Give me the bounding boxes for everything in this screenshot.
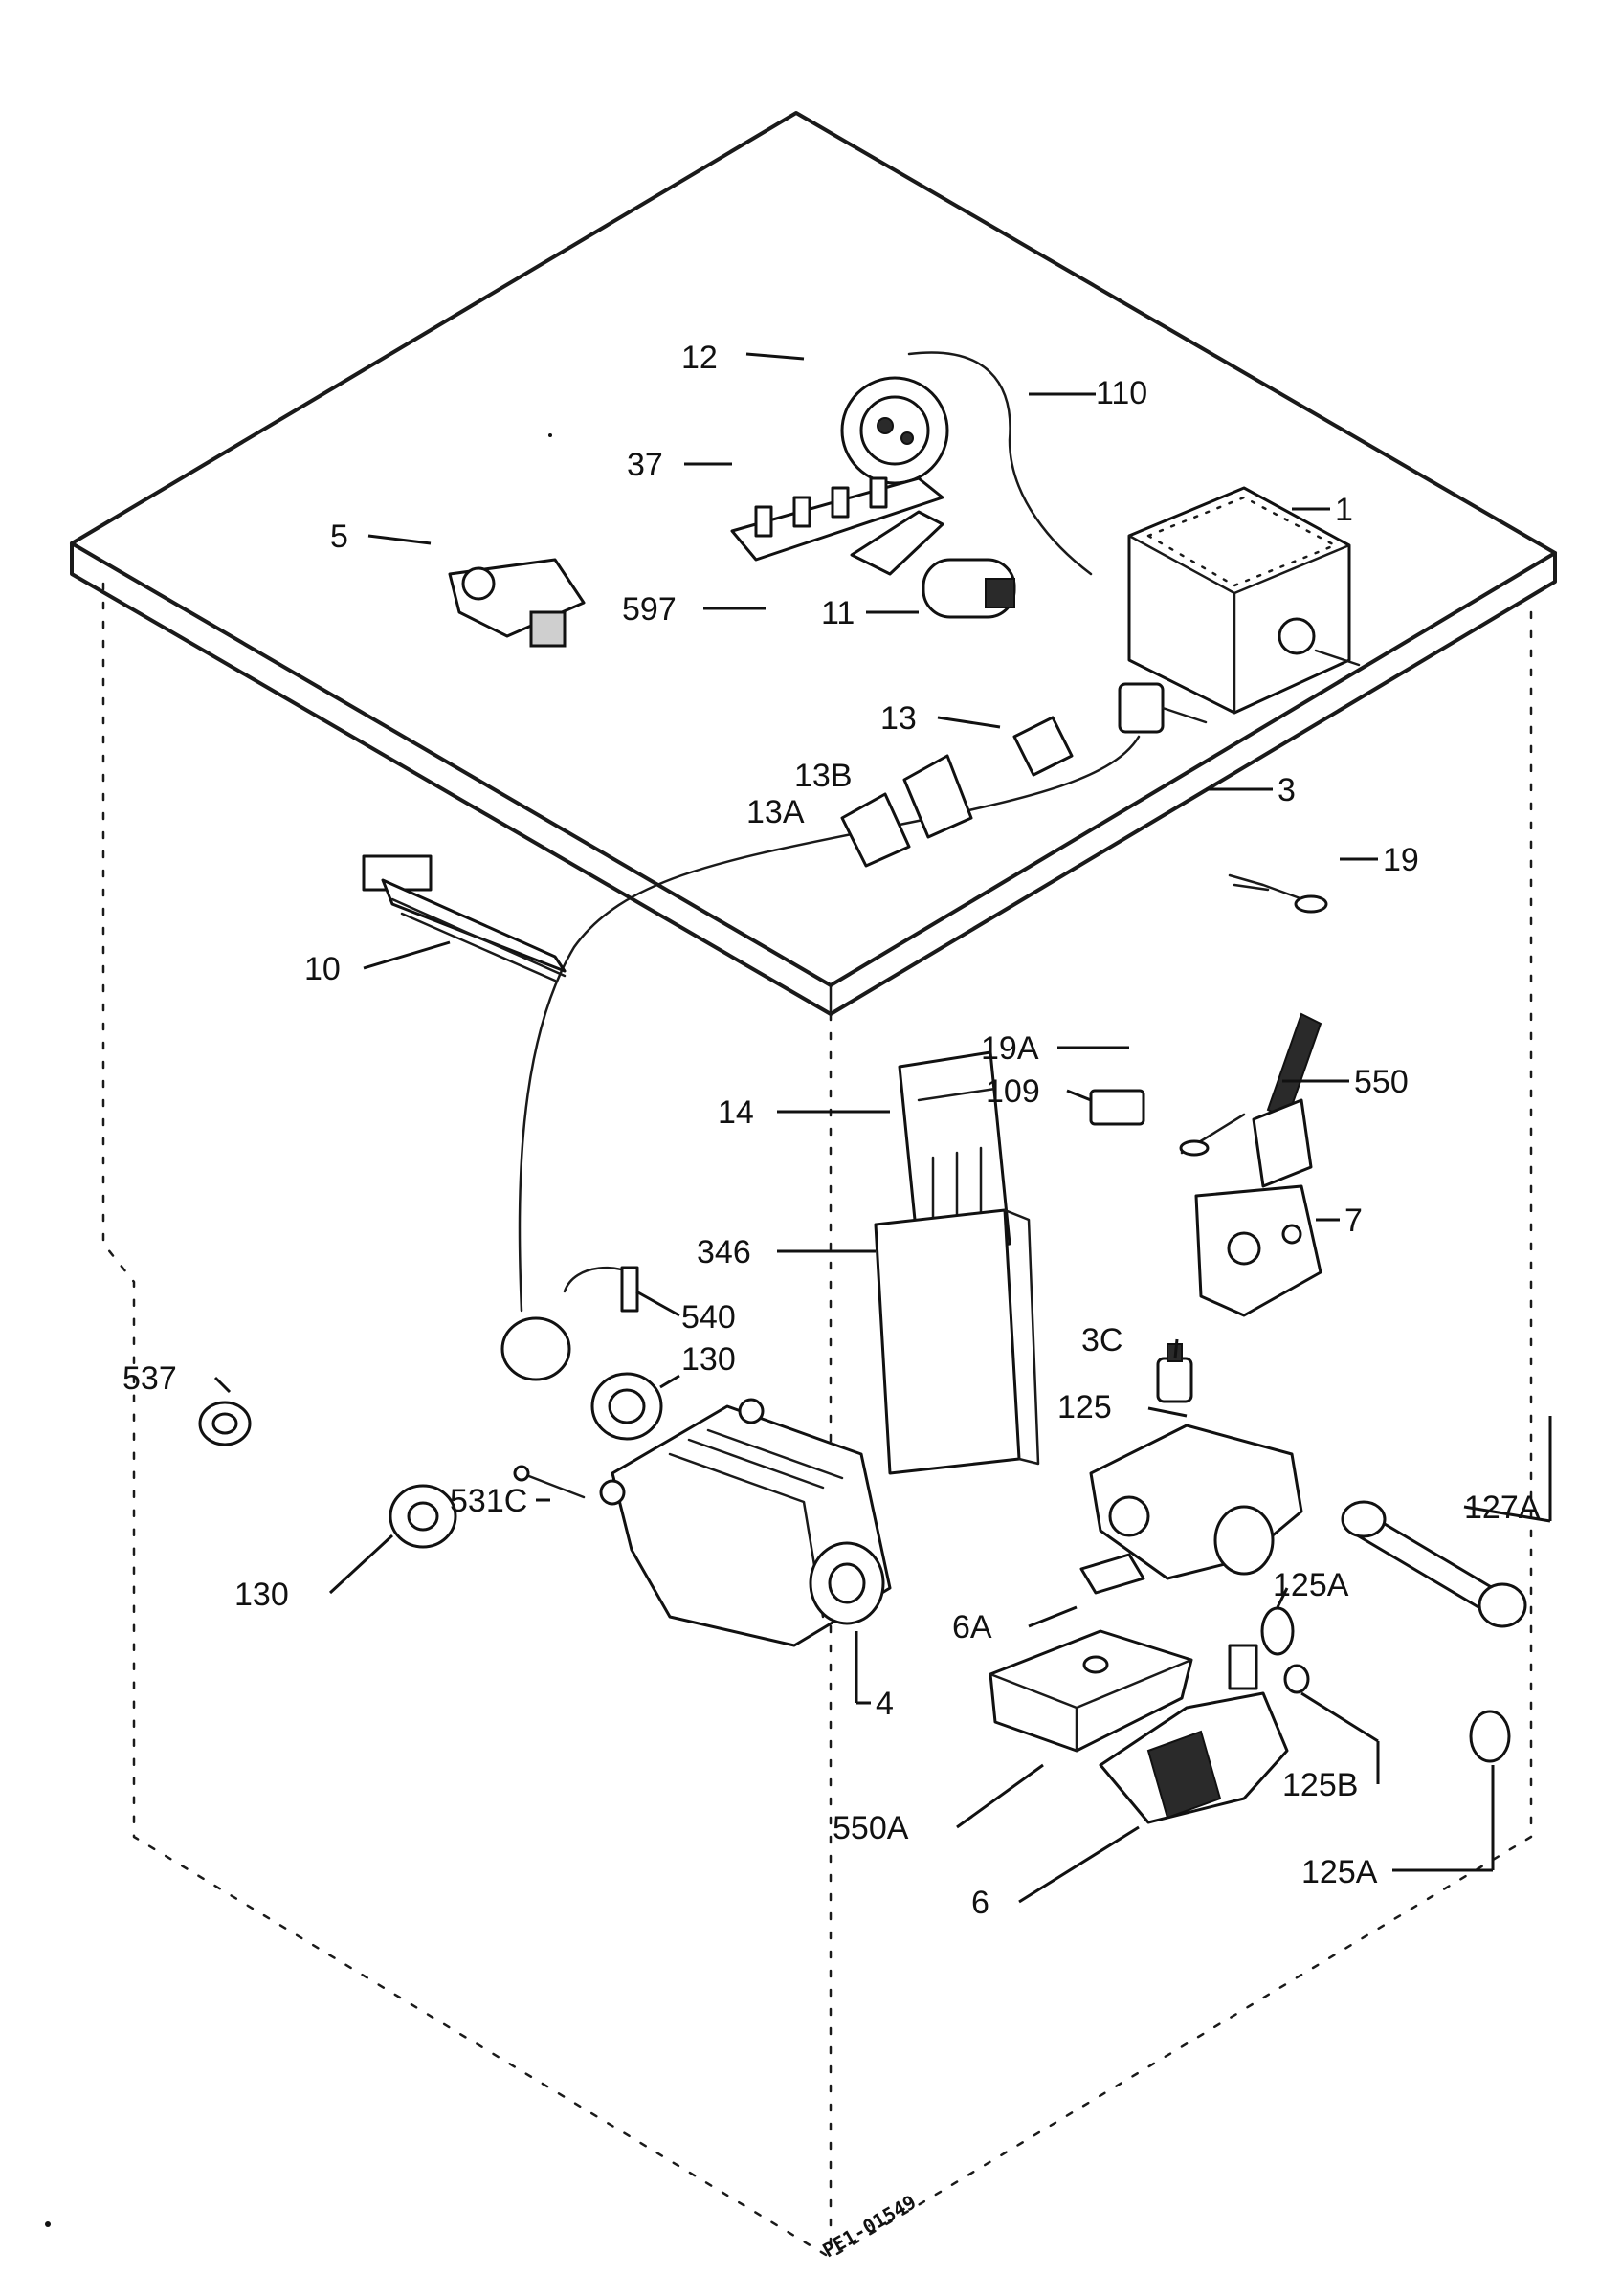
label-550: 550 [1354,1064,1409,1100]
part-13b-connector [902,754,973,839]
part-346-drawer-body [874,1208,1040,1475]
label-109: 109 [986,1073,1040,1110]
part-13-connector [1012,716,1074,777]
scan-dot [45,2221,51,2227]
label-550a: 550A [833,1810,909,1846]
label-125b: 125B [1282,1767,1358,1803]
label-125a-upper: 125A [1273,1567,1349,1603]
label-531c: 531C [450,1483,527,1519]
part-125a-seal-upper [1260,1606,1295,1656]
part-540-clip [563,1266,639,1313]
part-6-pump [1099,1644,1289,1824]
part-537-grommet [198,1401,252,1446]
drawing-reference-stamp: PE1-01549 [819,2190,921,2262]
part-4-pump-motor [599,1398,892,1647]
label-37: 37 [627,447,663,483]
part-110-cable [907,351,1093,576]
part-1-program-module [1127,486,1361,715]
label-130-upper: 130 [681,1341,736,1378]
part-127a-hose [1341,1500,1527,1628]
label-540: 540 [681,1299,736,1336]
leader-lines [213,352,1552,1904]
part-125b-seal [1283,1664,1310,1694]
label-127a: 127A [1464,1490,1541,1526]
label-346: 346 [697,1234,751,1270]
part-125-valve-body [1089,1424,1303,1580]
label-13a: 13A [746,794,805,830]
label-6a: 6A [952,1609,992,1645]
label-537: 537 [122,1360,177,1397]
part-550-lever [1252,1012,1322,1188]
label-125a-lower: 125A [1301,1854,1378,1890]
part-125a-seal-lower [1469,1710,1511,1763]
part-130-grommet-upper [590,1372,663,1441]
part-130-grommet-lower [389,1484,457,1549]
part-550a-block [989,1629,1193,1753]
label-3: 3 [1278,772,1296,808]
label-1: 1 [1335,492,1353,528]
label-130-lower: 130 [234,1577,289,1613]
label-13: 13 [880,700,917,737]
label-19: 19 [1383,842,1419,878]
label-19a: 19A [981,1030,1039,1067]
part-3-switch [518,682,1208,1313]
label-6: 6 [971,1885,989,1921]
label-597: 597 [622,591,677,628]
cable-plug [500,1316,571,1381]
part-37-terminal-strip [730,476,944,562]
part-109-bracket [1089,1089,1145,1126]
part-19-wire [1228,873,1328,914]
part-597-clip [850,510,944,576]
label-4: 4 [876,1686,894,1722]
label-125: 125 [1057,1389,1112,1425]
part-5-pressure-switch [448,558,586,648]
label-7: 7 [1344,1203,1363,1239]
part-7-door-lock [1194,1184,1322,1317]
part-531c-screw [513,1465,586,1499]
cabinet-outline [70,111,1557,2260]
part-3c-sensor [1156,1343,1193,1403]
label-3c: 3C [1081,1322,1122,1358]
part-19a-wire [1179,1113,1246,1157]
label-13b: 13B [794,758,853,794]
label-12: 12 [681,340,718,376]
part-labels: 12 110 37 1 5 597 11 13 13B 13A 3 19 10 … [122,340,1541,1921]
label-11: 11 [821,595,855,631]
part-11-capacitor [922,558,1016,619]
part-12-timer-knob [840,376,949,485]
label-14: 14 [718,1094,754,1131]
label-110: 110 [1096,375,1147,411]
label-5: 5 [330,519,348,555]
part-10-heating-element [362,854,567,982]
part-13a-connector [840,792,911,868]
part-6a-bracket [1079,1553,1145,1595]
label-10: 10 [304,951,341,987]
scan-dot [548,433,552,437]
